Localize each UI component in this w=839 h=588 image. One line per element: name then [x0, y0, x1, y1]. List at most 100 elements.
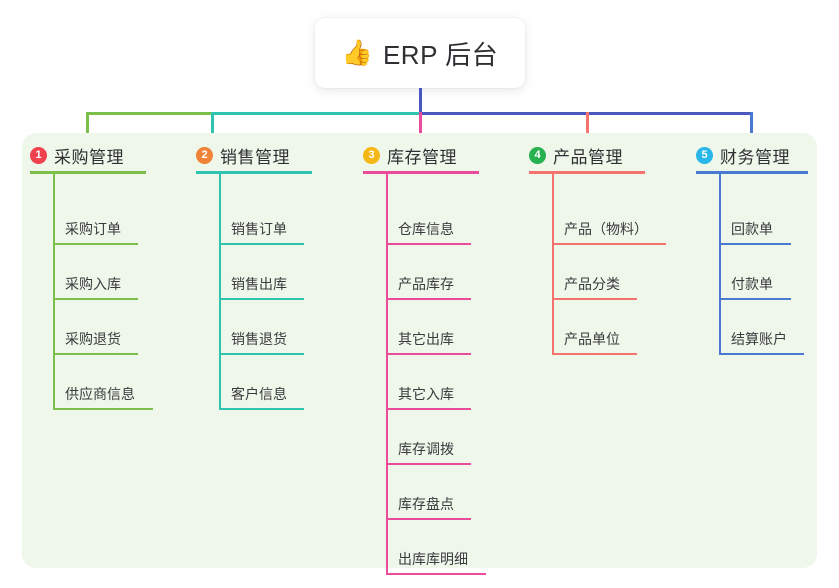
branch-item[interactable]: 产品（物料）	[552, 190, 666, 245]
branch-item-rule	[53, 353, 138, 355]
branch-item[interactable]: 回款单	[719, 190, 791, 245]
connector-drop-4	[586, 112, 589, 146]
branch-item-label: 产品单位	[564, 331, 620, 347]
connector-bus-segment-2	[211, 112, 421, 115]
branch-spine-2	[219, 173, 221, 410]
branch-item[interactable]: 其它入库	[386, 355, 471, 410]
branch-item[interactable]: 销售退货	[219, 300, 304, 355]
branch-header-3[interactable]: 3 库存管理	[363, 143, 457, 168]
branch-item-rule	[219, 353, 304, 355]
branch-item-rule	[386, 463, 471, 465]
branch-item-label: 采购入库	[65, 276, 121, 292]
branch-item-label: 销售订单	[231, 221, 287, 237]
branch-item[interactable]: 付款单	[719, 245, 791, 300]
branch-spine-1	[53, 173, 55, 410]
branch-item-rule	[53, 243, 138, 245]
branch-title-5: 财务管理	[720, 148, 790, 167]
branch-item-rule	[719, 298, 791, 300]
branch-header-4[interactable]: 4 产品管理	[529, 143, 623, 168]
branch-item[interactable]: 仓库信息	[386, 190, 471, 245]
branch-item-rule	[53, 298, 138, 300]
branch-item[interactable]: 销售出库	[219, 245, 304, 300]
branch-badge-2: 2	[196, 147, 213, 164]
branch-item-label: 付款单	[731, 276, 773, 292]
branch-item-label: 销售出库	[231, 276, 287, 292]
branch-item-label: 销售退货	[231, 331, 287, 347]
root-node-title: ERP 后台	[382, 39, 499, 70]
branch-item-label: 出库库明细	[398, 551, 468, 567]
branch-badge-5: 5	[696, 147, 713, 164]
branch-item-label: 回款单	[731, 221, 773, 237]
branches-panel: 1 采购管理采购订单采购入库采购退货供应商信息 2 销售管理销售订单销售出库销售退货客…	[22, 133, 817, 575]
branch-item[interactable]: 采购退货	[53, 300, 138, 355]
branch-header-2[interactable]: 2 销售管理	[196, 143, 290, 168]
branch-title-3: 库存管理	[387, 148, 457, 167]
branch-underline-4	[529, 171, 645, 174]
branch-item-rule	[719, 243, 791, 245]
connector-drop-3	[419, 112, 422, 146]
branch-item-label: 供应商信息	[65, 386, 135, 402]
branch-item-rule	[219, 243, 304, 245]
branch-item-label: 其它出库	[398, 331, 454, 347]
branch-item-rule	[386, 573, 486, 575]
branch-item-label: 产品分类	[564, 276, 620, 292]
branch-title-1: 采购管理	[54, 148, 124, 167]
branch-item[interactable]: 采购入库	[53, 245, 138, 300]
branch-badge-3: 3	[363, 147, 380, 164]
branch-item-label: 采购订单	[65, 221, 121, 237]
connector-bus-segment-1	[86, 112, 213, 115]
branch-item-label: 客户信息	[231, 386, 287, 402]
branch-item[interactable]: 其它出库	[386, 300, 471, 355]
branch-item[interactable]: 客户信息	[219, 355, 304, 410]
branch-item[interactable]: 销售订单	[219, 190, 304, 245]
branch-item-rule	[552, 298, 637, 300]
branch-item[interactable]: 供应商信息	[53, 355, 153, 410]
branch-item-label: 产品库存	[398, 276, 454, 292]
connector-drop-2	[211, 112, 214, 146]
branch-item-label: 采购退货	[65, 331, 121, 347]
branch-item[interactable]: 产品分类	[552, 245, 637, 300]
branch-underline-1	[30, 171, 146, 174]
connector-bus-segment-3	[419, 112, 752, 115]
branch-item-rule	[219, 298, 304, 300]
branch-item-rule	[386, 353, 471, 355]
branch-item-label: 结算账户	[731, 331, 787, 347]
branch-title-2: 销售管理	[220, 148, 290, 167]
branch-header-1[interactable]: 1 采购管理	[30, 143, 124, 168]
branch-header-5[interactable]: 5 财务管理	[696, 143, 790, 168]
branch-spine-3	[386, 173, 388, 575]
thumbs-up-icon: 👍	[341, 38, 373, 67]
branch-item[interactable]: 库存盘点	[386, 465, 471, 520]
branch-item-label: 库存调拨	[398, 441, 454, 457]
branch-item-label: 产品（物料）	[564, 221, 648, 237]
connector-drop-1	[86, 112, 89, 146]
branch-underline-2	[196, 171, 312, 174]
branch-item-rule	[386, 298, 471, 300]
branch-title-4: 产品管理	[553, 148, 623, 167]
branch-item-rule	[386, 408, 471, 410]
branch-item-rule	[386, 518, 471, 520]
branch-item-rule	[219, 408, 304, 410]
connector-drop-5	[750, 112, 753, 146]
connector-trunk	[419, 88, 422, 114]
branch-item[interactable]: 采购订单	[53, 190, 138, 245]
branch-badge-1: 1	[30, 147, 47, 164]
branch-item[interactable]: 出库库明细	[386, 520, 486, 575]
branch-underline-5	[696, 171, 808, 174]
branch-badge-4: 4	[529, 147, 546, 164]
branch-item-label: 库存盘点	[398, 496, 454, 512]
branch-spine-4	[552, 173, 554, 355]
branch-item[interactable]: 结算账户	[719, 300, 804, 355]
branch-item-label: 仓库信息	[398, 221, 454, 237]
branch-underline-3	[363, 171, 479, 174]
branch-item[interactable]: 库存调拨	[386, 410, 471, 465]
branch-item-rule	[53, 408, 153, 410]
branch-item[interactable]: 产品单位	[552, 300, 637, 355]
branch-item-rule	[552, 243, 666, 245]
branch-item-rule	[719, 353, 804, 355]
branch-item[interactable]: 产品库存	[386, 245, 471, 300]
branch-item-label: 其它入库	[398, 386, 454, 402]
branch-item-rule	[552, 353, 637, 355]
root-node-card[interactable]: 👍 ERP 后台	[315, 18, 525, 88]
